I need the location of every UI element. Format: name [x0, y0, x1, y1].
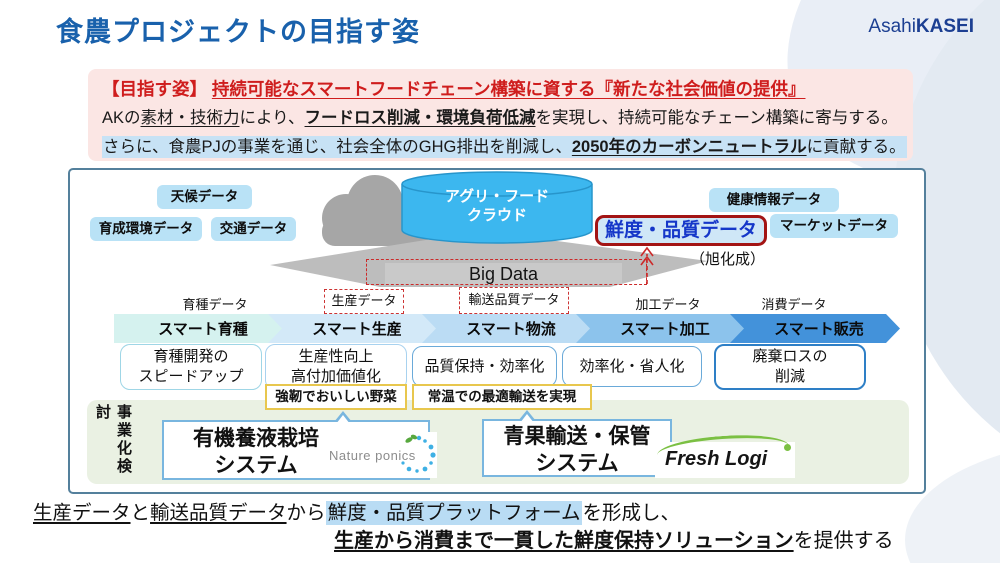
- stage-chevron-smart-processing: スマート加工: [576, 314, 746, 343]
- freshness-note: （旭化成）: [689, 251, 765, 268]
- outcome-box-breeding: 育種開発の スピードアップ: [120, 344, 262, 390]
- pill-traffic-data: 交通データ: [211, 217, 296, 241]
- pointer-icon: [520, 414, 534, 423]
- footer-line2-s2: を提供する: [793, 530, 894, 552]
- nature-ponics-logo: Nature ponics: [325, 432, 437, 478]
- big-data-dashed-frame: [366, 259, 647, 285]
- outcome-box-production: 生産性向上 高付加価値化: [265, 344, 407, 390]
- fresh-logi-dot-icon: [784, 444, 791, 451]
- goal-line2-s4: フードロス削減・環境負荷低減: [304, 109, 536, 127]
- nature-ponics-logo-text: Nature ponics: [329, 447, 416, 463]
- stage-data-label-production: 生産データ: [324, 289, 404, 314]
- page-title: 食農プロジェクトの目指す姿: [56, 17, 420, 47]
- stage-chevron-smart-breeding: スマート育種: [114, 314, 284, 343]
- goal-line3-s3: に貢献する。: [806, 138, 906, 156]
- stage-chevron-smart-sales: スマート販売: [730, 314, 900, 343]
- system-box-transport-label: 青果輸送・保管 システム: [503, 425, 651, 475]
- agri-food-cloud-label: アグリ・フード クラウド: [402, 187, 592, 225]
- footer-line1-s2: と: [130, 502, 151, 524]
- pointer-icon: [336, 415, 350, 424]
- goal-line3-s1: さらに、食農PJの事業を通じ、社会全体のGHG排出を削減し、: [103, 138, 572, 156]
- outcome-box-processing: 効率化・省人化: [562, 346, 702, 387]
- footer-line1-s6: を形成し、: [582, 502, 680, 524]
- system-box-organic-label: 有機養液栽培 システム: [193, 427, 319, 477]
- stage-chevron-smart-logistics: スマート物流: [422, 314, 592, 343]
- highlight-box-transport: 常温での最適輸送を実現: [412, 384, 592, 410]
- goal-line2-s3: により、: [239, 109, 305, 127]
- footer-transport-quality-data: 輸送品質データ: [150, 502, 287, 524]
- fresh-logi-logo: Fresh Logi: [655, 431, 795, 478]
- goal-line3-highlight: さらに、食農PJの事業を通じ、社会全体のGHG排出を削減し、2050年のカーボン…: [102, 136, 907, 158]
- cloud-label-line1: アグリ・フード: [444, 188, 550, 205]
- asahi-kasei-logo: AsahiKASEI: [868, 16, 974, 38]
- cloud-cylinder-icon: [401, 171, 593, 244]
- footer-production-data: 生産データ: [33, 502, 131, 524]
- dashed-arrow-to-freshness: [640, 246, 654, 284]
- pill-environment-data: 育成環境データ: [90, 217, 202, 241]
- goal-line2-s1: AKの: [102, 109, 141, 127]
- highlight-box-vegetables: 強靭でおいしい野菜: [265, 384, 407, 410]
- footer-line1-s4: から: [286, 502, 326, 524]
- fresh-logi-logo-text: Fresh Logi: [665, 448, 768, 470]
- system-box-produce-transport: 青果輸送・保管 システム: [482, 410, 672, 477]
- goal-line2-s2: 素材・技術力: [140, 109, 240, 127]
- goal-line3: さらに、食農PJの事業を通じ、社会全体のGHG排出を削減し、2050年のカーボン…: [102, 133, 913, 162]
- logo-kasei: KASEI: [915, 16, 974, 37]
- outcome-box-sales: 廃棄ロスの 削減: [714, 344, 866, 390]
- nature-ponics-dots-icon: [401, 434, 436, 473]
- pill-health-data: 健康情報データ: [709, 188, 839, 212]
- goal-line2: AKの素材・技術力により、フードロス削減・環境負荷低減を実現し、持続可能なチェー…: [102, 104, 913, 133]
- leaf-icon: [405, 434, 418, 443]
- footer-solution-statement: 生産から消費まで一貫した鮮度保持ソリューション: [334, 530, 794, 552]
- footer-line2: 生産から消費まで一貫した鮮度保持ソリューションを提供する: [334, 524, 894, 553]
- goal-heading: 【目指す姿】 持続可能なスマートフードチェーン構築に資する『新たな社会価値の提供…: [102, 75, 913, 104]
- goal-line3-s2: 2050年のカーボンニュートラル: [571, 138, 807, 156]
- goal-line2-s5: を実現し、持続可能なチェーン構築に寄与する。: [535, 109, 898, 127]
- cloud-label-line2: クラウド: [466, 207, 527, 224]
- stage-data-label-transport-quality: 輸送品質データ: [459, 287, 569, 314]
- business-review-label: 事業化検討: [94, 404, 132, 476]
- big-data-bar: Big Data: [385, 263, 622, 285]
- goal-heading-underline: 持続可能なスマートフードチェーン構築に資する『新たな社会価値の提供』: [211, 79, 806, 99]
- diagram-panel: アグリ・フード クラウド Big Data 天候データ 育成環境データ 交通デー…: [68, 168, 926, 494]
- footer-platform-highlight: 鮮度・品質プラットフォーム: [325, 501, 583, 525]
- goal-box: 【目指す姿】 持続可能なスマートフードチェーン構築に資する『新たな社会価値の提供…: [88, 69, 913, 161]
- stage-data-label-breeding: 育種データ: [182, 297, 248, 312]
- stage-chevron-smart-production: スマート生産: [268, 314, 438, 343]
- pill-weather-data: 天候データ: [157, 185, 252, 209]
- stage-data-label-consumption: 消費データ: [761, 297, 827, 312]
- outcome-box-logistics: 品質保持・効率化: [412, 346, 557, 387]
- footer-line1: 生産データと輸送品質データから鮮度・品質プラットフォームを形成し、: [33, 496, 680, 525]
- stage-data-label-processing: 加工データ: [635, 297, 701, 312]
- pill-market-data: マーケットデータ: [770, 214, 898, 238]
- goal-heading-label: 【目指す姿】: [102, 79, 207, 99]
- freshness-quality-data-box: 鮮度・品質データ: [595, 215, 767, 246]
- logo-asahi: Asahi: [868, 16, 916, 37]
